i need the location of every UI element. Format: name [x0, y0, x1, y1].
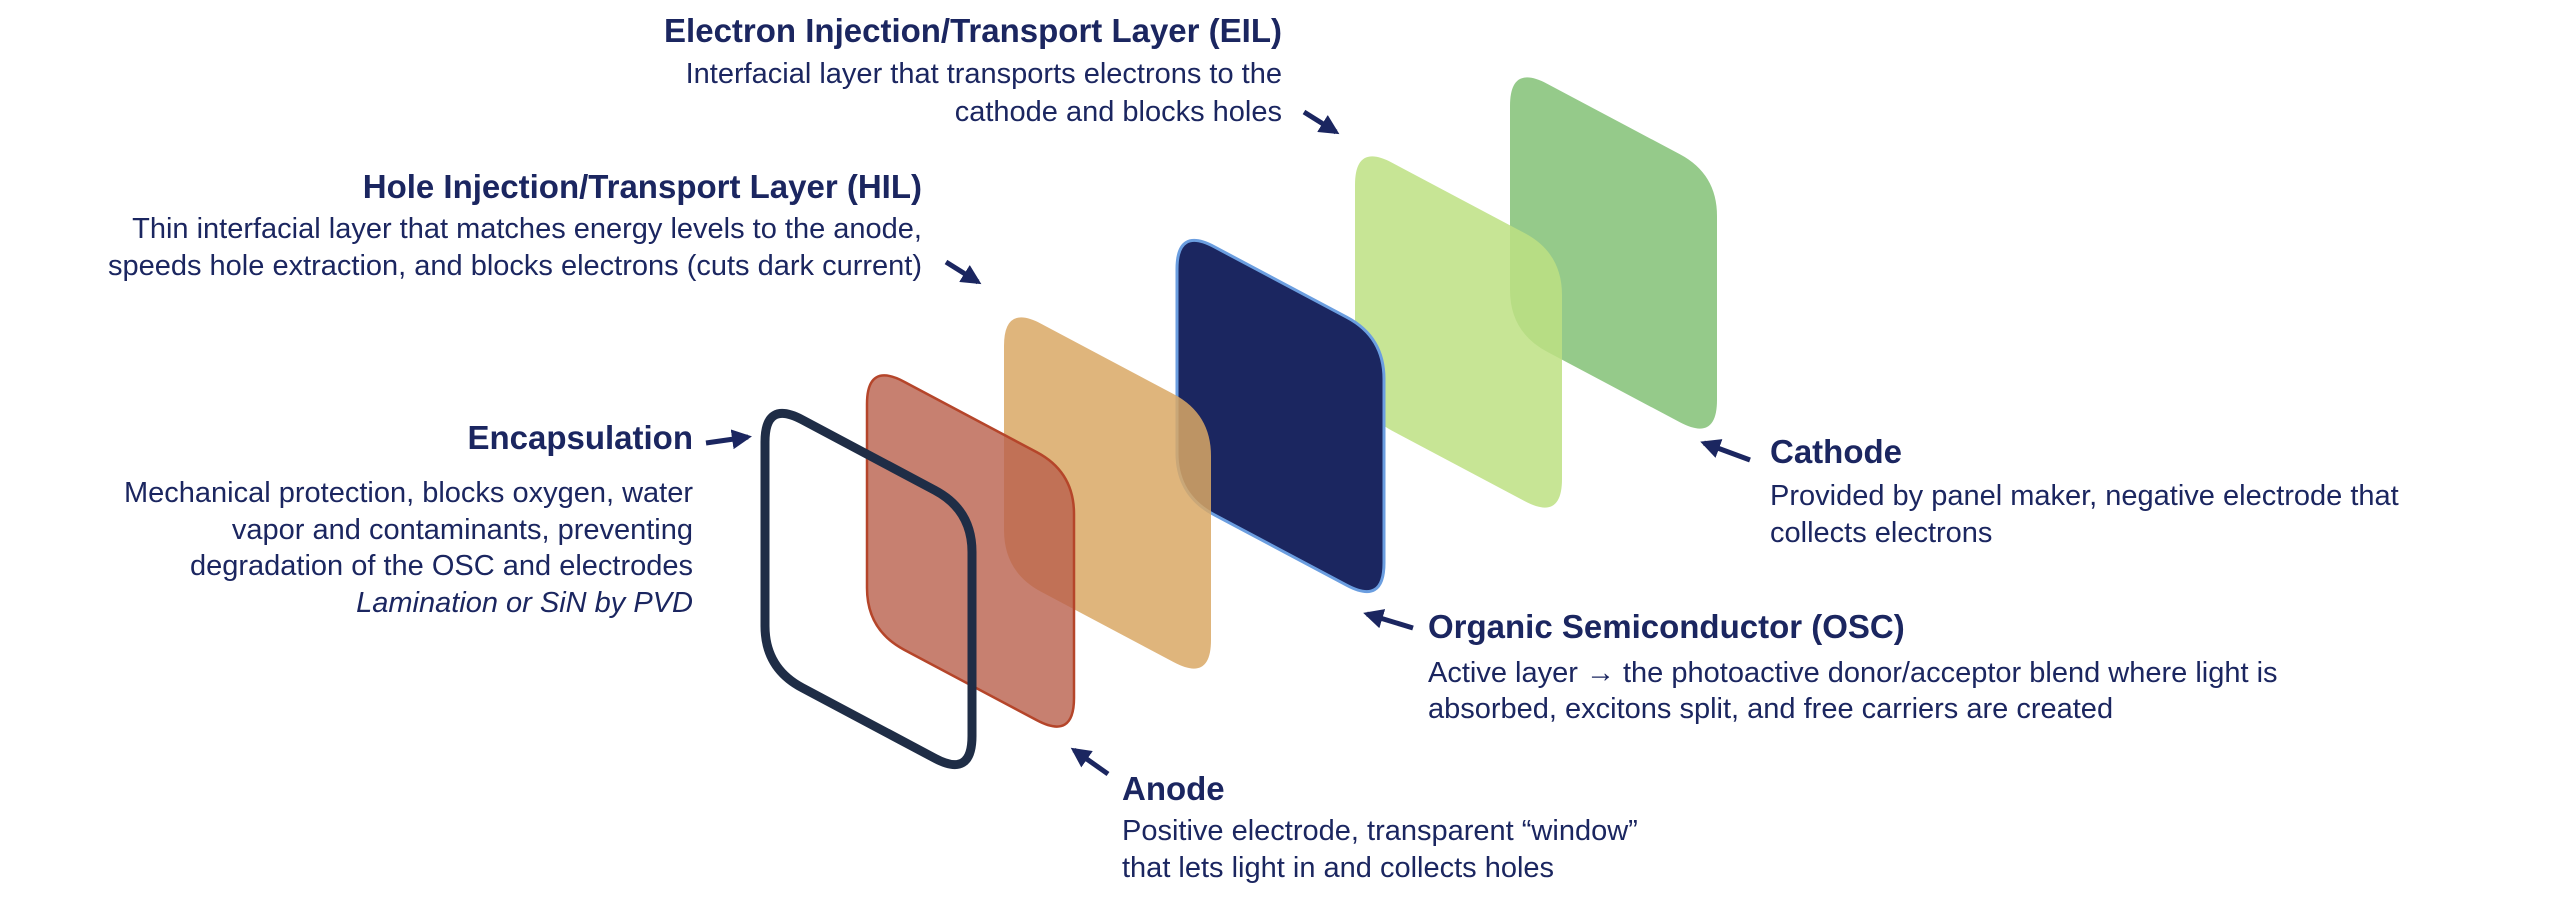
encapsulation-method-note: Lamination or SiN by PVD	[356, 587, 693, 619]
cathode-desc-line: Provided by panel maker, negative electr…	[1770, 480, 2399, 512]
osc-title: Organic Semiconductor (OSC)	[1428, 608, 1905, 645]
anode-label: Anode Positive electrode, transparent “w…	[1070, 747, 1638, 884]
cathode-desc-line: collects electrons	[1770, 517, 1992, 549]
osc-arrow-icon	[1363, 609, 1414, 631]
encapsulation-title: Encapsulation	[467, 419, 693, 456]
eil-desc-line: cathode and blocks holes	[955, 96, 1282, 128]
hil-label: Hole Injection/Transport Layer (HIL) Thi…	[108, 168, 982, 285]
eil-layer	[1355, 156, 1562, 508]
encapsulation-desc-line: degradation of the OSC and electrodes	[190, 550, 693, 582]
anode-title: Anode	[1122, 770, 1225, 807]
hil-title: Hole Injection/Transport Layer (HIL)	[363, 168, 922, 205]
cathode-label: Cathode Provided by panel maker, negativ…	[1700, 433, 2399, 549]
encapsulation-label: Encapsulation Mechanical protection, blo…	[124, 419, 752, 619]
eil-desc-line: Interfacial layer that transports electr…	[686, 58, 1282, 90]
cathode-title: Cathode	[1770, 433, 1902, 470]
cathode-arrow-icon	[1700, 439, 1751, 463]
hil-arrow-icon	[944, 259, 982, 285]
encapsulation-layer	[760, 408, 977, 770]
anode-desc-line: that lets light in and collects holes	[1122, 852, 1554, 884]
osc-label: Organic Semiconductor (OSC) Active layer…	[1363, 608, 2278, 725]
osc-desc-line: absorbed, excitons split, and free carri…	[1428, 693, 2113, 725]
eil-arrow-icon	[1302, 109, 1340, 135]
encapsulation-arrow-icon	[705, 429, 752, 450]
eil-label: Electron Injection/Transport Layer (EIL)…	[664, 12, 1340, 135]
hil-desc-line: Thin interfacial layer that matches ener…	[132, 213, 922, 245]
layers-group	[760, 77, 1717, 770]
osc-layer	[1175, 238, 1386, 594]
anode-desc-line: Positive electrode, transparent “window”	[1122, 815, 1638, 847]
encapsulation-desc-line: Mechanical protection, blocks oxygen, wa…	[124, 477, 693, 509]
hil-desc-line: speeds hole extraction, and blocks elect…	[108, 250, 922, 282]
osc-desc-line: Active layer → the photoactive donor/acc…	[1428, 657, 2278, 689]
eil-title: Electron Injection/Transport Layer (EIL)	[664, 12, 1282, 49]
encapsulation-desc-line: vapor and contaminants, preventing	[232, 514, 693, 546]
anode-arrow-icon	[1070, 747, 1110, 777]
